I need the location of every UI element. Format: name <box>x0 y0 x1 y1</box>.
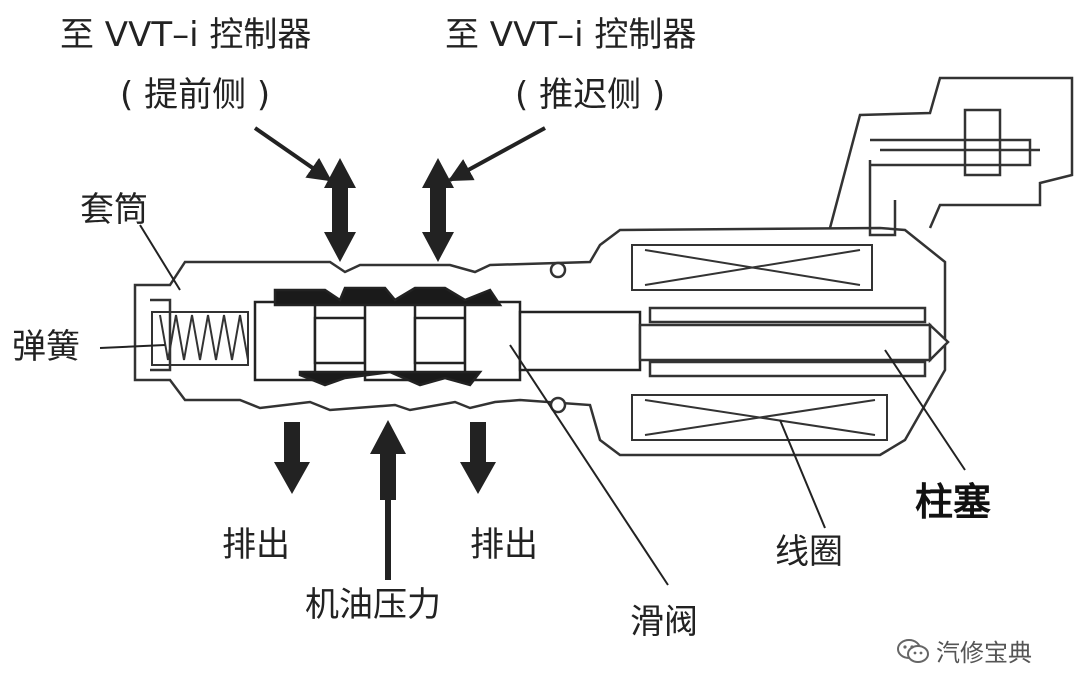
drain-arrow-left <box>274 422 310 494</box>
label-to-controller-left: 至 VVT–i 控制器 <box>60 15 312 55</box>
label-oil-pressure: 机油压力 <box>305 585 441 625</box>
watermark: 汽修宝典 <box>896 633 1032 671</box>
spring <box>151 311 249 366</box>
label-to-controller-right: 至 VVT–i 控制器 <box>445 15 697 55</box>
label-sleeve: 套筒 <box>80 190 148 230</box>
advance-pointer <box>253 126 332 182</box>
connector-housing <box>828 76 1074 237</box>
spool-leader <box>509 344 669 586</box>
advance-port-arrow <box>324 158 356 262</box>
coil-leader <box>779 419 826 529</box>
retard-pointer <box>447 126 546 182</box>
valve-body <box>133 226 947 457</box>
spring-leader <box>99 344 166 349</box>
label-coil: 线圈 <box>775 532 843 572</box>
label-spring: 弹簧 <box>12 327 80 367</box>
retard-port-arrow <box>422 158 454 262</box>
watermark-text: 汽修宝典 <box>936 639 1032 667</box>
label-plunger: 柱塞 <box>915 479 992 524</box>
label-drain-left: 排出 <box>222 525 290 565</box>
label-advance-side: ( 提前侧 ) <box>120 75 271 115</box>
label-retard-side: ( 推迟侧 ) <box>515 75 666 115</box>
label-drain-right: 排出 <box>470 525 538 565</box>
oil-pressure-arrow <box>370 420 406 580</box>
seal-bottom <box>549 396 567 414</box>
spool-valve <box>253 286 642 387</box>
plunger-rod <box>638 306 950 378</box>
plunger-leader <box>884 349 966 471</box>
coil-windings <box>631 244 888 441</box>
wechat-icon <box>896 637 930 671</box>
sleeve-leader <box>139 224 181 291</box>
label-spool-valve: 滑阀 <box>630 602 698 642</box>
drain-arrow-right <box>460 422 496 494</box>
seal-top <box>549 261 567 279</box>
